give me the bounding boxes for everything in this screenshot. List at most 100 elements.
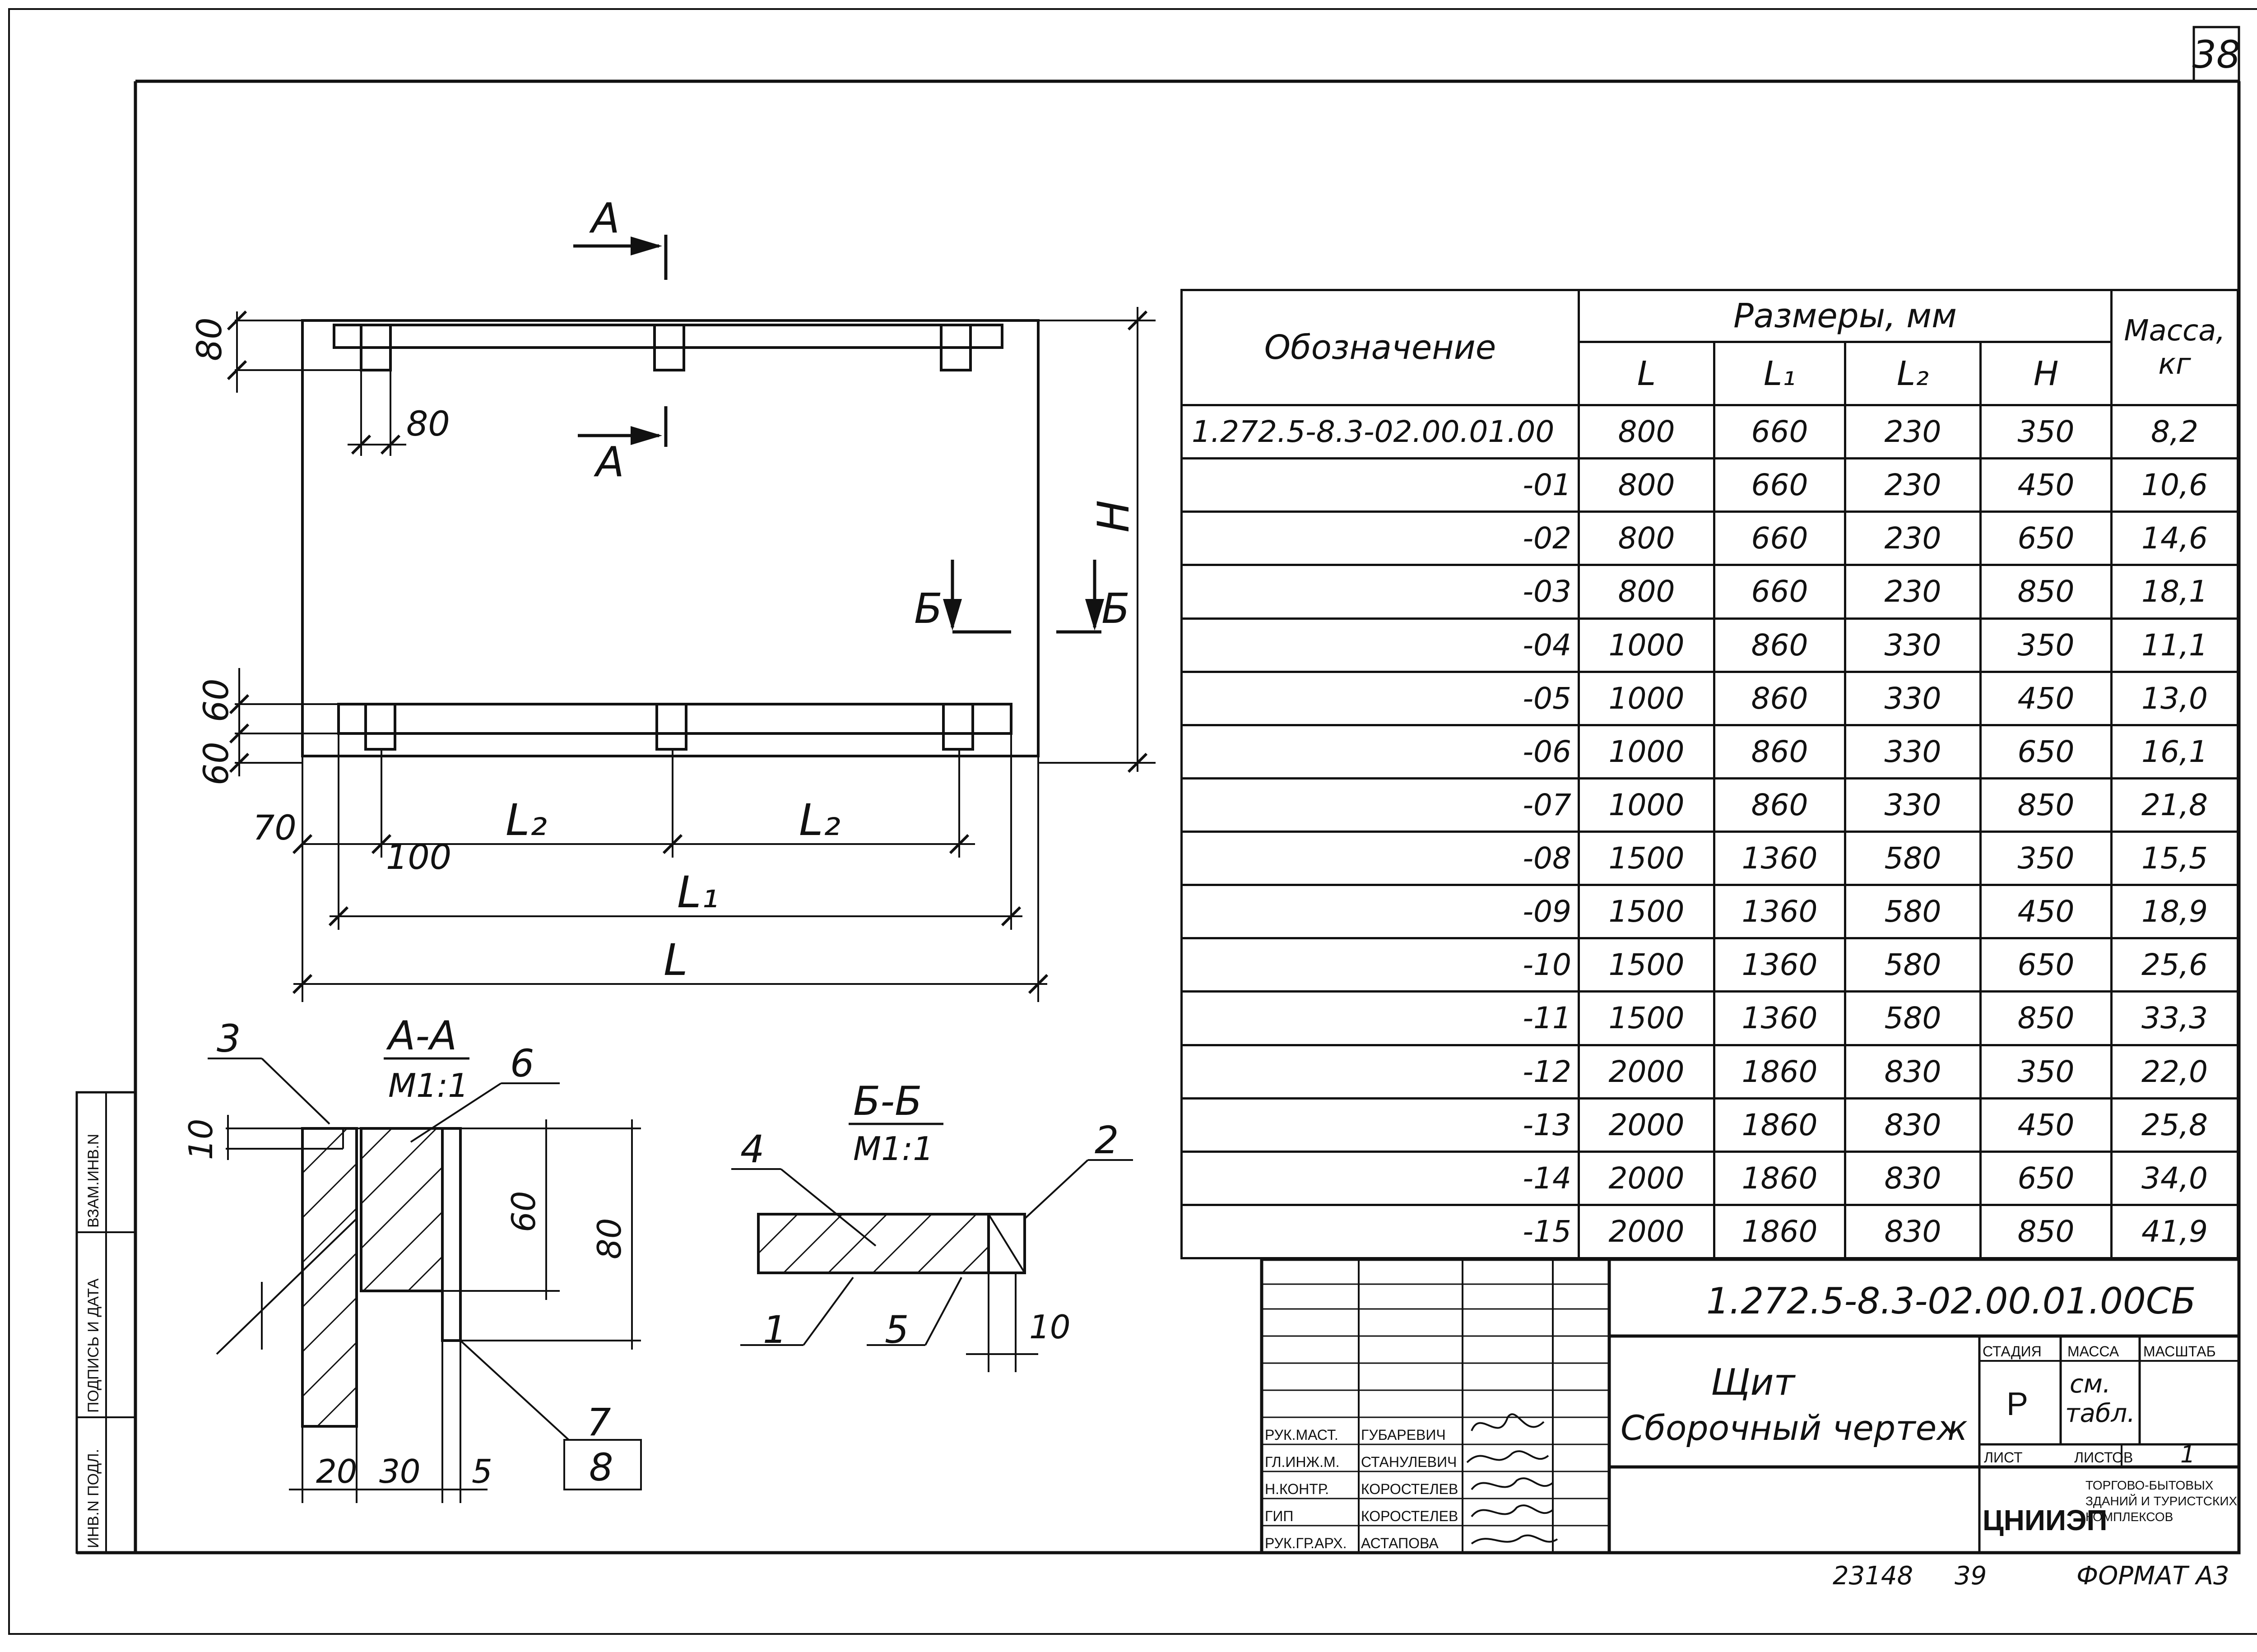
dim-70: 70	[253, 807, 297, 848]
scale-label: МАСШТАБ	[2143, 1343, 2216, 1360]
sheet-label: ЛИСТ	[1984, 1449, 2023, 1466]
bottom-rail	[337, 703, 1012, 735]
bottom-format: ФОРМАТ А3	[2076, 1561, 2229, 1591]
table-cell-l: 1000	[1578, 670, 1715, 726]
table-cell-l2: 580	[1844, 884, 1982, 940]
section-bb-title: Б-Б	[853, 1078, 922, 1124]
side-stamp: ИНВ.N ПОДЛ. ПОДПИСЬ И ДАТА ВЗАМ.ИНВ.N	[75, 1091, 137, 1554]
table-cell-m: 18,9	[2110, 884, 2239, 940]
table-cell-des: -15	[1180, 1203, 1580, 1260]
pos-7: 7	[587, 1400, 611, 1444]
table-cell-des: -03	[1180, 564, 1580, 620]
dim-80-post: 80	[406, 404, 450, 444]
sheets-value: 1	[2180, 1441, 2195, 1468]
pos-2: 2	[1095, 1118, 1119, 1162]
table-cell-h: 850	[1979, 1203, 2113, 1260]
table-cell-l1: 660	[1713, 564, 1846, 620]
aa-bar	[360, 1127, 444, 1292]
table-cell-des: -11	[1180, 990, 1580, 1046]
table-cell-m: 8,2	[2110, 404, 2239, 460]
table-cell-l: 1000	[1578, 617, 1715, 673]
mass-label: МАССА	[2067, 1343, 2119, 1360]
table-cell-m: 13,0	[2110, 670, 2239, 726]
table-cell-h: 450	[1979, 884, 2113, 940]
table-cell-l: 1500	[1578, 830, 1715, 886]
bb-dim-10: 10	[1029, 1308, 1071, 1346]
top-post	[653, 324, 685, 371]
table-cell-l2: 230	[1844, 510, 1982, 566]
table-cell-m: 10,6	[2110, 457, 2239, 513]
dim-l1: L₁	[677, 867, 719, 918]
table-cell-h: 650	[1979, 510, 2113, 566]
section-bb: Б-Б М1:1 4 2 1 5 10	[731, 1078, 1133, 1372]
side-stamp-vzam: ВЗАМ.ИНВ.N	[85, 1134, 102, 1228]
table-cell-l1: 1360	[1713, 937, 1846, 993]
table-cell-m: 22,0	[2110, 1044, 2239, 1100]
table-cell-l1: 1860	[1713, 1044, 1846, 1100]
panel-outline	[301, 319, 1040, 757]
bottom-page: 39	[1955, 1561, 1987, 1591]
table-cell-l: 800	[1578, 564, 1715, 620]
table-cell-l1: 1360	[1713, 830, 1846, 886]
dim-80-top: 80	[189, 317, 229, 361]
table-cell-des: -14	[1180, 1150, 1580, 1206]
table-cell-m: 41,9	[2110, 1203, 2239, 1260]
section-label-a-top: А	[589, 194, 620, 242]
sheets-label: ЛИСТОВ	[2074, 1449, 2133, 1466]
stage-label: СТАДИЯ	[1983, 1343, 2042, 1360]
table-cell-h: 350	[1979, 404, 2113, 460]
dim-h: H	[1088, 500, 1139, 533]
sheet-number-box: 38	[2192, 26, 2240, 83]
mass-value-2: табл.	[2065, 1399, 2135, 1428]
table-cell-h: 850	[1979, 990, 2113, 1046]
side-stamp-podpis: ПОДПИСЬ И ДАТА	[85, 1278, 102, 1413]
header-col-l2: L₂	[1844, 341, 1982, 406]
section-label-b-right: Б	[1101, 585, 1130, 633]
table-cell-l2: 830	[1844, 1097, 1982, 1153]
table-cell-l: 800	[1578, 404, 1715, 460]
table-cell-h: 650	[1979, 937, 2113, 993]
pos-1: 1	[763, 1308, 787, 1352]
sig-role: РУК.ГР.АРХ.	[1265, 1535, 1347, 1551]
title-line-2: Сборочный чертеж	[1621, 1408, 1968, 1448]
table-cell-m: 14,6	[2110, 510, 2239, 566]
header-mass: Масса, кг	[2110, 289, 2239, 406]
section-marks	[573, 235, 1104, 634]
org-text-3: КОМПЛЕКСОВ	[2085, 1510, 2173, 1524]
table-cell-l: 1000	[1578, 777, 1715, 833]
sig-name: СТАНУЛЕВИЧ	[1361, 1454, 1457, 1470]
table-cell-l1: 660	[1713, 510, 1846, 566]
table-cell-l2: 830	[1844, 1203, 1982, 1260]
table-cell-l: 800	[1578, 457, 1715, 513]
table-cell-des: -10	[1180, 937, 1580, 993]
section-aa: А-А М1:1 10 60 80 20	[182, 1012, 642, 1503]
title-block-text: 1.272.5-8.3-02.00.01.00СБ Щит Сборочный …	[1265, 1280, 2237, 1551]
table-cell-des: -05	[1180, 670, 1580, 726]
table-cell-l1: 1360	[1713, 884, 1846, 940]
header-dimensions: Размеры, мм	[1577, 289, 2113, 343]
pos-5: 5	[885, 1308, 909, 1352]
org-text-2: ЗДАНИЙ И ТУРИСТСКИХ	[2085, 1494, 2237, 1508]
table-cell-h: 850	[1979, 564, 2113, 620]
aa-board	[301, 1127, 358, 1428]
table-cell-l: 1000	[1578, 724, 1715, 780]
section-label-b-left: Б	[914, 585, 943, 633]
table-cell-l: 800	[1578, 510, 1715, 566]
table-cell-h: 350	[1979, 830, 2113, 886]
sig-role: РУК.МАСТ.	[1265, 1427, 1338, 1443]
section-bb-scale: М1:1	[853, 1130, 933, 1168]
top-rail	[333, 324, 1003, 349]
header-col-l: L	[1578, 341, 1715, 406]
table-cell-des: -04	[1180, 617, 1580, 673]
section-mark-labels: А А Б Б	[589, 194, 1130, 633]
table-cell-m: 21,8	[2110, 777, 2239, 833]
dim-60-upper: 60	[196, 678, 236, 722]
table-cell-l2: 330	[1844, 724, 1982, 780]
